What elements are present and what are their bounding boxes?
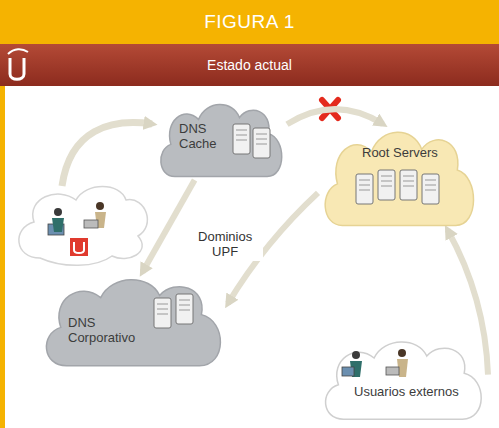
server-slot bbox=[403, 186, 414, 187]
side-strip bbox=[0, 86, 5, 428]
server-slot bbox=[381, 181, 392, 182]
cloud-icons bbox=[155, 98, 287, 180]
cloud-shape bbox=[318, 335, 488, 423]
cloud-shape bbox=[318, 124, 480, 230]
server-slot bbox=[381, 176, 392, 177]
cloud-icons bbox=[38, 272, 228, 370]
node-label: DNS Corporativo bbox=[68, 316, 150, 346]
cloud-node: DNS Cache bbox=[155, 98, 287, 180]
node-label: Usuarios externos bbox=[354, 385, 459, 400]
server-slot bbox=[179, 300, 190, 301]
server-slot bbox=[157, 304, 168, 305]
server-slot bbox=[359, 185, 370, 186]
server-icon bbox=[400, 170, 417, 200]
server-icon bbox=[422, 174, 439, 204]
cloud-shape bbox=[38, 272, 228, 370]
cloud-outline bbox=[161, 104, 282, 176]
server-icon bbox=[356, 174, 373, 204]
cloud-outline bbox=[325, 132, 473, 225]
cloud-node: Root Servers bbox=[318, 124, 480, 230]
server-slot bbox=[256, 134, 267, 135]
cloud-icons bbox=[318, 124, 480, 230]
header-label: Estado actual bbox=[0, 57, 499, 73]
figure-title: FIGURA 1 bbox=[204, 11, 295, 33]
node-label: DNS Cache bbox=[179, 122, 223, 152]
server-slot bbox=[381, 186, 392, 187]
person-icon bbox=[398, 349, 406, 357]
server-icon bbox=[176, 294, 193, 324]
server-slot bbox=[157, 309, 168, 310]
header-bar: Estado actual bbox=[0, 44, 499, 86]
server-slot bbox=[425, 190, 436, 191]
computer-icon bbox=[342, 367, 354, 376]
server-icon bbox=[378, 170, 395, 200]
person-icon bbox=[352, 351, 360, 359]
title-bar: FIGURA 1 bbox=[0, 0, 499, 44]
logo bbox=[0, 44, 40, 86]
server-slot bbox=[256, 144, 267, 145]
server-icon bbox=[253, 128, 270, 158]
laptop-icon bbox=[386, 367, 399, 375]
server-slot bbox=[403, 181, 414, 182]
server-icon bbox=[233, 124, 250, 154]
server-slot bbox=[179, 305, 190, 306]
cloud-outline bbox=[46, 280, 220, 366]
server-slot bbox=[403, 176, 414, 177]
cloud-node: DNS Corporativo bbox=[38, 272, 228, 370]
server-slot bbox=[425, 180, 436, 181]
edge-label: Dominios UPF bbox=[187, 229, 263, 261]
connector-arrow bbox=[287, 109, 383, 124]
server-icon bbox=[154, 298, 171, 328]
server-slot bbox=[425, 185, 436, 186]
user-cloud bbox=[19, 187, 148, 266]
node-label: Root Servers bbox=[362, 146, 438, 161]
cloud-node: Usuarios externos bbox=[318, 335, 488, 423]
server-slot bbox=[359, 180, 370, 181]
cloud-icons bbox=[318, 335, 488, 423]
server-slot bbox=[157, 314, 168, 315]
cloud-outline bbox=[326, 342, 482, 419]
server-slot bbox=[236, 140, 247, 141]
server-slot bbox=[179, 310, 190, 311]
server-slot bbox=[236, 135, 247, 136]
server-slot bbox=[236, 130, 247, 131]
server-slot bbox=[256, 139, 267, 140]
server-slot bbox=[359, 190, 370, 191]
